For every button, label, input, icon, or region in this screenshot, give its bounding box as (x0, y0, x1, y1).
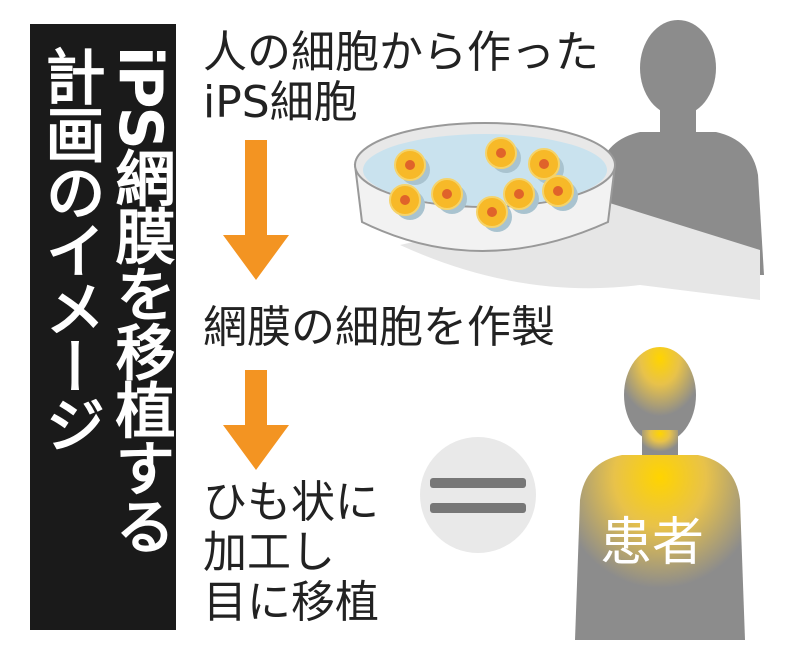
cell-nucleus (405, 160, 415, 170)
cell-nucleus (514, 189, 524, 199)
cell-nucleus (553, 186, 563, 196)
patient-label: 患者 (600, 513, 705, 573)
retina-strip-icon (420, 437, 536, 553)
step-1-line: 人の細胞から作った (203, 27, 599, 78)
step-3-line: ひも状に (203, 477, 379, 528)
title-banner: iPS網膜を移植する 計画のイメージ (30, 24, 176, 630)
title-line-1: iPS網膜を移植する (105, 46, 175, 554)
ips-cells (389, 137, 578, 232)
title-line-2: 計画のイメージ (35, 46, 105, 452)
arrow-down-icon (223, 370, 289, 470)
step-3-text: ひも状に 加工し 目に移植 (203, 478, 379, 628)
step-3-line: 加工し (203, 527, 335, 578)
step-2-text: 網膜の細胞を作製 (203, 302, 555, 353)
cell-nucleus (487, 207, 497, 217)
petri-dish (353, 122, 617, 252)
step-1-line: iPS細胞 (203, 77, 358, 128)
step-1-text: 人の細胞から作った iPS細胞 (203, 28, 599, 128)
cell-nucleus (442, 189, 452, 199)
cell-nucleus (400, 195, 410, 205)
arrow-down-icon (223, 140, 289, 280)
patient-silhouette (575, 347, 745, 640)
cell-nucleus (496, 148, 506, 158)
cell-nucleus (539, 159, 549, 169)
step-3-line: 目に移植 (203, 577, 379, 628)
